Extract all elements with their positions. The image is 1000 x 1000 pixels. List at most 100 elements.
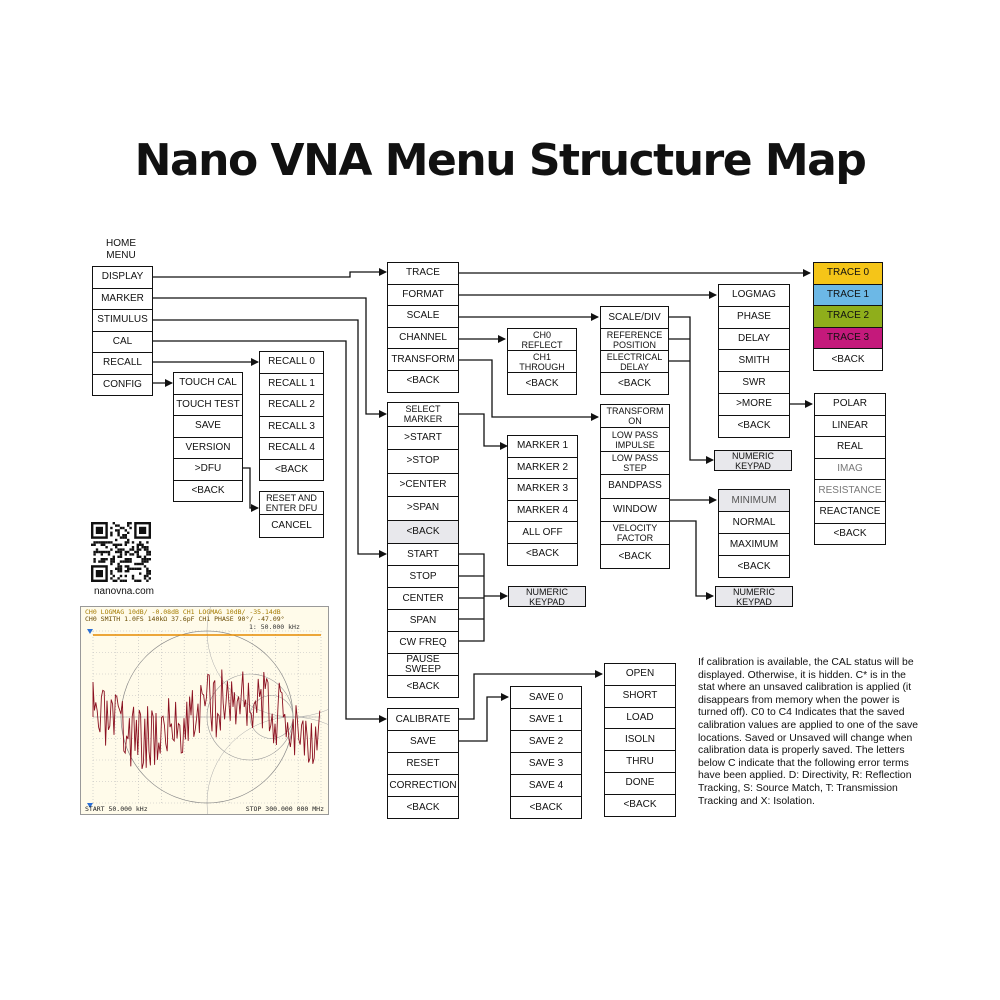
config-item-save[interactable]: SAVE [173,415,243,438]
scale-item-reference-position[interactable]: REFERENCE POSITION [600,328,669,351]
config-item-back[interactable]: <BACK [173,479,243,502]
home-item-cal[interactable]: CAL [92,330,153,353]
more-item-back[interactable]: <BACK [814,522,886,546]
numeric-keypad-box[interactable]: NUMERIC KEYPAD [508,586,586,607]
transform-item-window[interactable]: WINDOW [600,497,670,522]
marker-item-start[interactable]: >START [387,425,459,450]
format-item-delay[interactable]: DELAY [718,327,790,351]
more-item-linear[interactable]: LINEAR [814,414,886,438]
stimulus-item-cw-freq[interactable]: CW FREQ [387,631,459,654]
recall-item-recall-4[interactable]: RECALL 4 [259,437,324,460]
save-item-save-1[interactable]: SAVE 1 [510,708,582,731]
calibrate-item-short[interactable]: SHORT [604,684,676,708]
marker-item-center[interactable]: >CENTER [387,472,459,497]
recall-item-recall-3[interactable]: RECALL 3 [259,415,324,438]
calibrate-item-done[interactable]: DONE [604,772,676,795]
stimulus-item-pause-sweep[interactable]: PAUSE SWEEP [387,653,459,676]
recall-item-recall-0[interactable]: RECALL 0 [259,351,324,374]
display-item-channel[interactable]: CHANNEL [387,326,459,350]
select-marker-item-back[interactable]: <BACK [507,543,578,566]
config-item-version[interactable]: VERSION [173,436,243,459]
stimulus-item-back[interactable]: <BACK [387,675,459,698]
numeric-keypad-box[interactable]: NUMERIC KEYPAD [715,586,793,607]
format-item-swr[interactable]: SWR [718,371,790,394]
format-item-logmag[interactable]: LOGMAG [718,284,790,307]
config-item-touch-test[interactable]: TOUCH TEST [173,393,243,416]
display-item-format[interactable]: FORMAT [387,283,459,307]
select-marker-item-marker-4[interactable]: MARKER 4 [507,499,578,523]
trace-item-trace-2[interactable]: TRACE 2 [813,305,883,328]
calibrate-item-load[interactable]: LOAD [604,706,676,730]
scale-item-electrical-delay[interactable]: ELECTRICAL DELAY [600,350,669,373]
window-item-normal[interactable]: NORMAL [718,511,790,534]
select-marker-item-marker-3[interactable]: MARKER 3 [507,478,578,501]
recall-item-recall-1[interactable]: RECALL 1 [259,372,324,395]
scale-item-back[interactable]: <BACK [600,372,669,395]
more-item-real[interactable]: REAL [814,436,886,459]
stimulus-item-start[interactable]: START [387,543,459,566]
calibrate-item-open[interactable]: OPEN [604,663,676,686]
save-item-save-0[interactable]: SAVE 0 [510,686,582,709]
scale-item-scale-div[interactable]: SCALE/DIV [600,306,669,329]
home-item-recall[interactable]: RECALL [92,352,153,375]
save-item-back[interactable]: <BACK [510,796,582,819]
cal-item-save[interactable]: SAVE [387,730,459,753]
more-item-polar[interactable]: POLAR [814,393,886,416]
config-item-dfu[interactable]: >DFU [173,458,243,481]
display-item-scale[interactable]: SCALE [387,305,459,328]
cal-item-correction[interactable]: CORRECTION [387,774,459,797]
config-item-touch-cal[interactable]: TOUCH CAL [173,372,243,395]
recall-item-recall-2[interactable]: RECALL 2 [259,394,324,417]
display-item-back[interactable]: <BACK [387,370,459,393]
trace-item-trace-3[interactable]: TRACE 3 [813,326,883,350]
marker-item-select-marker[interactable]: SELECT MARKER [387,402,459,427]
marker-item-span[interactable]: >SPAN [387,496,459,521]
window-item-minimum[interactable]: MINIMUM [718,489,790,512]
display-item-trace[interactable]: TRACE [387,262,459,285]
marker-item-stop[interactable]: >STOP [387,449,459,474]
select-marker-item-marker-1[interactable]: MARKER 1 [507,435,578,458]
trace-item-trace-1[interactable]: TRACE 1 [813,283,883,307]
cal-item-reset[interactable]: RESET [387,752,459,775]
calibrate-item-isoln[interactable]: ISOLN [604,728,676,752]
home-item-stimulus[interactable]: STIMULUS [92,309,153,332]
format-item-phase[interactable]: PHASE [718,305,790,329]
channel-item-ch0-reflect[interactable]: CH0 REFLECT [507,328,577,351]
transform-item-bandpass[interactable]: BANDPASS [600,474,670,499]
select-marker-item-all-off[interactable]: ALL OFF [507,521,578,544]
window-item-maximum[interactable]: MAXIMUM [718,533,790,556]
calibrate-item-back[interactable]: <BACK [604,793,676,817]
dfu-item-reset-and-enter-dfu[interactable]: RESET AND ENTER DFU [259,491,324,515]
cal-item-calibrate[interactable]: CALIBRATE [387,708,459,731]
transform-item-low-pass-impulse[interactable]: LOW PASS IMPULSE [600,427,670,452]
format-item-back[interactable]: <BACK [718,414,790,438]
marker-item-back[interactable]: <BACK [387,519,459,544]
calibrate-item-thru[interactable]: THRU [604,750,676,773]
dfu-item-cancel[interactable]: CANCEL [259,514,324,538]
recall-item-back[interactable]: <BACK [259,458,324,481]
stimulus-item-stop[interactable]: STOP [387,565,459,588]
more-item-imag[interactable]: IMAG [814,457,886,481]
transform-item-back[interactable]: <BACK [600,544,670,569]
home-item-config[interactable]: CONFIG [92,373,153,396]
format-item-more[interactable]: >MORE [718,393,790,416]
stimulus-item-span[interactable]: SPAN [387,609,459,632]
transform-item-low-pass-step[interactable]: LOW PASS STEP [600,450,670,476]
trace-item-back[interactable]: <BACK [813,348,883,371]
channel-item-ch1-through[interactable]: CH1 THROUGH [507,350,577,373]
numeric-keypad-box[interactable]: NUMERIC KEYPAD [714,450,792,471]
home-item-marker[interactable]: MARKER [92,287,153,310]
select-marker-item-marker-2[interactable]: MARKER 2 [507,456,578,480]
cal-item-back[interactable]: <BACK [387,796,459,819]
save-item-save-4[interactable]: SAVE 4 [510,774,582,797]
trace-item-trace-0[interactable]: TRACE 0 [813,262,883,285]
display-item-transform[interactable]: TRANSFORM [387,348,459,371]
save-item-save-3[interactable]: SAVE 3 [510,752,582,775]
format-item-smith[interactable]: SMITH [718,349,790,373]
channel-item-back[interactable]: <BACK [507,372,577,395]
more-item-resistance[interactable]: RESISTANCE [814,479,886,502]
window-item-back[interactable]: <BACK [718,555,790,578]
stimulus-item-center[interactable]: CENTER [387,587,459,610]
home-item-display[interactable]: DISPLAY [92,266,153,289]
transform-item-transform-on[interactable]: TRANSFORM ON [600,404,670,429]
